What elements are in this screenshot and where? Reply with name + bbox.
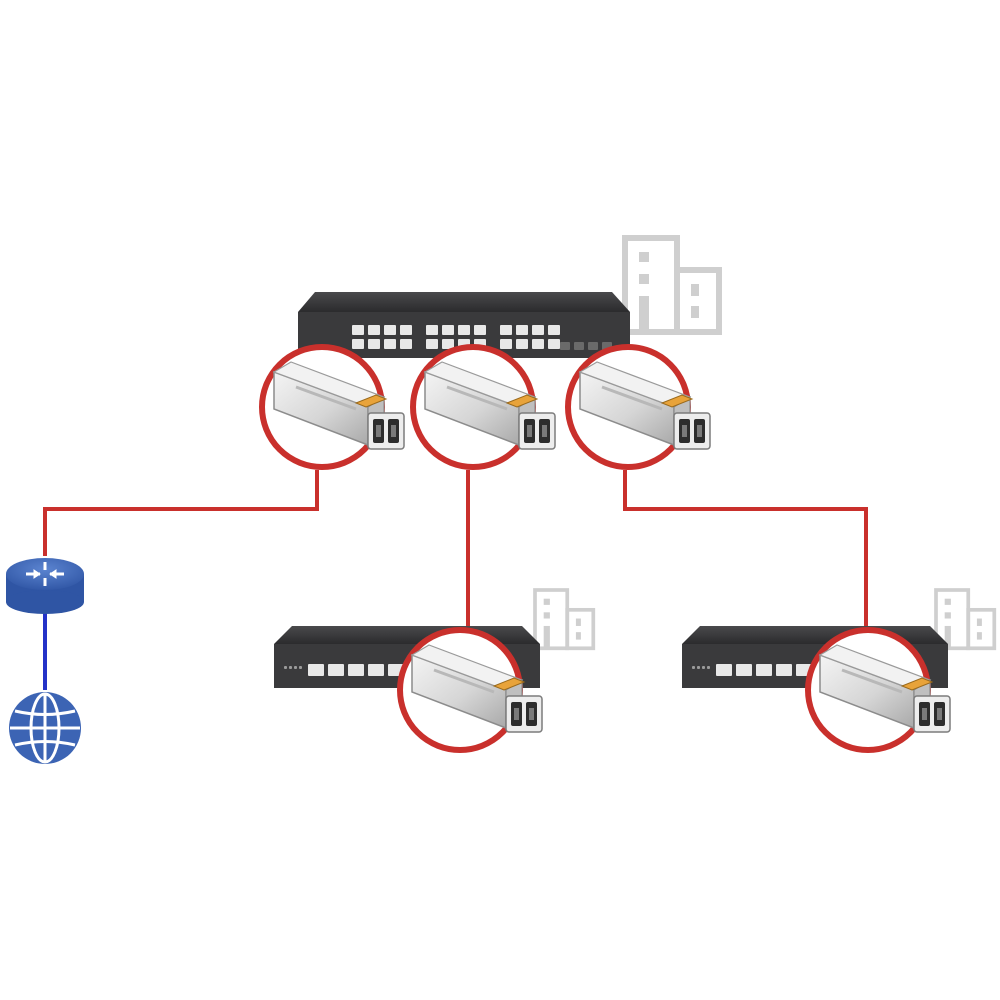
switch-port [516, 325, 528, 335]
link-core-to-router [43, 470, 319, 556]
switch-port [368, 339, 380, 349]
switch-port [500, 325, 512, 335]
switch-port [384, 325, 396, 335]
core-switch-ports [352, 325, 612, 350]
switch-port [716, 664, 732, 676]
switch-port [384, 339, 396, 349]
link-core-to-access-2 [623, 470, 868, 628]
switch-port [442, 325, 454, 335]
status-led [707, 666, 710, 669]
switch-port [756, 664, 772, 676]
switch-port [400, 325, 412, 335]
switch-port [736, 664, 752, 676]
switch-port [548, 325, 560, 335]
switch-port [368, 664, 384, 676]
link-lines [43, 470, 868, 628]
status-led [692, 666, 695, 669]
switch-port [426, 339, 438, 349]
switch-port [352, 339, 364, 349]
status-led [299, 666, 302, 669]
switch-port [532, 339, 544, 349]
status-led [294, 666, 297, 669]
switch-port [776, 664, 792, 676]
switch-port [474, 325, 486, 335]
switch-port [500, 339, 512, 349]
sfp-slot [574, 342, 584, 350]
switch-port [368, 325, 380, 335]
switch-port [442, 339, 454, 349]
status-led [702, 666, 705, 669]
switch-port [426, 325, 438, 335]
building-icon [625, 238, 719, 332]
sfp-transceiver-icon [410, 344, 557, 470]
sfp-slot [588, 342, 598, 350]
switch-port [532, 325, 544, 335]
status-led [289, 666, 292, 669]
switch-port [328, 664, 344, 676]
switch-port [348, 664, 364, 676]
sfp-transceiver-icon [805, 627, 952, 753]
switch-port [352, 325, 364, 335]
switch-port [308, 664, 324, 676]
building-icon [533, 588, 596, 651]
switch-port [400, 339, 412, 349]
sfp-transceiver-icon [259, 344, 406, 470]
status-led [284, 666, 287, 669]
sfp-transceiver-icon [565, 344, 712, 470]
building-icon [934, 588, 997, 651]
sfp-transceiver-icon [397, 627, 544, 753]
access-switch-ports [284, 664, 404, 676]
sfp-slot [560, 342, 570, 350]
globe-icon [9, 692, 81, 764]
router-icon [6, 558, 84, 614]
status-led [697, 666, 700, 669]
switch-port [548, 339, 560, 349]
switch-port [516, 339, 528, 349]
access-switch-ports [692, 664, 812, 676]
switch-port [458, 325, 470, 335]
